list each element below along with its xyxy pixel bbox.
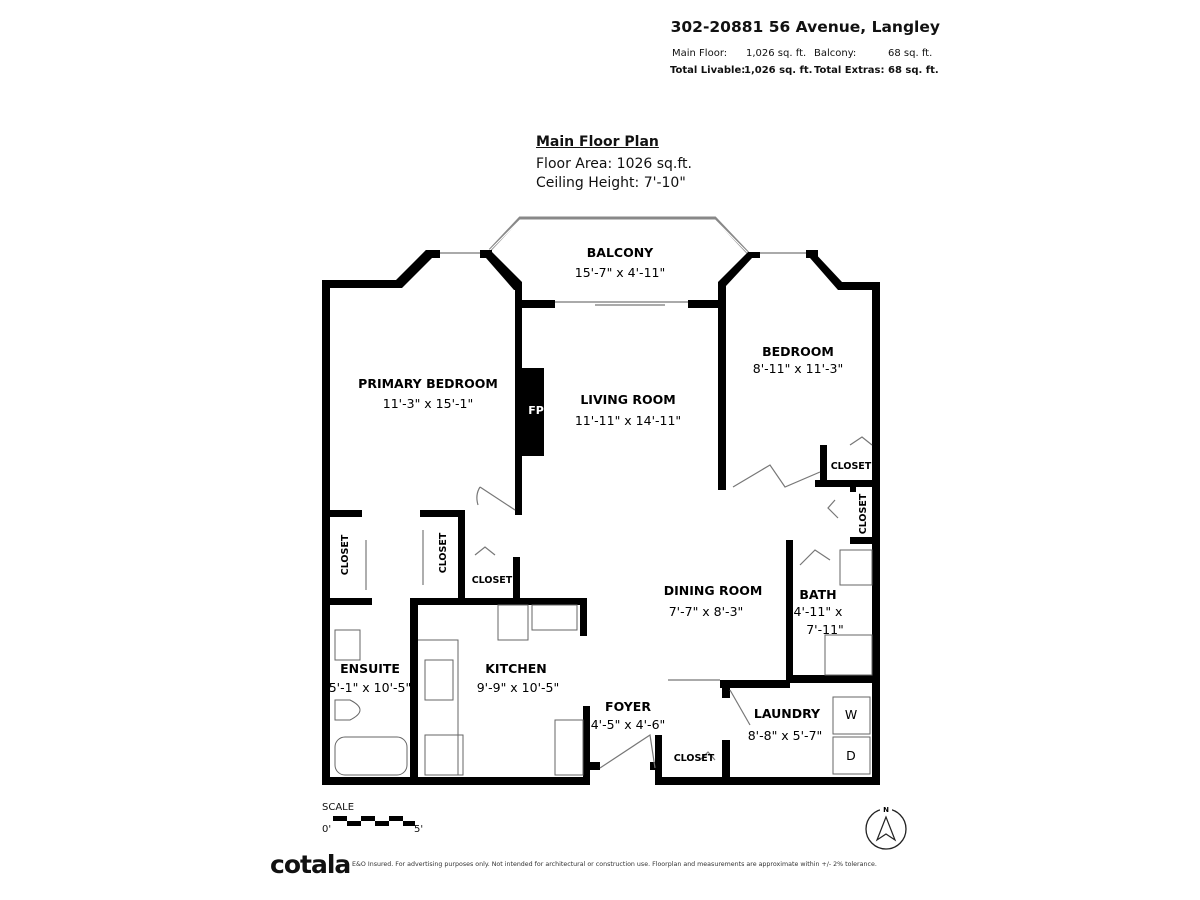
- cotala-logo: cotala: [270, 850, 351, 879]
- address: 302-20881 56 Avenue, Langley: [670, 18, 940, 36]
- closet-label: CLOSET: [340, 534, 351, 575]
- primary-bedroom-dims: 11'-3" x 15'-1": [383, 396, 473, 411]
- closet-label: CLOSET: [438, 532, 449, 573]
- balcony-label: Balcony:: [814, 48, 857, 59]
- washer-label: W: [845, 707, 857, 722]
- dining-room-dims: 7'-7" x 8'-3": [669, 604, 744, 619]
- floor-area: Floor Area: 1026 sq.ft.: [536, 156, 692, 172]
- dryer-label: D: [846, 748, 856, 763]
- ensuite-dims: 5'-1" x 10'-5": [329, 680, 412, 695]
- ceiling-height: Ceiling Height: 7'-10": [536, 175, 686, 191]
- fireplace-label: FP: [528, 404, 544, 417]
- walls: [322, 250, 880, 785]
- scale-bar: [333, 816, 415, 826]
- fixtures: [334, 549, 873, 776]
- total-livable-label: Total Livable:: [670, 65, 746, 76]
- north-label: N: [883, 806, 889, 814]
- doors-windows: [365, 252, 873, 769]
- dining-room-label: DINING ROOM: [664, 583, 763, 598]
- closet-label: CLOSET: [472, 575, 513, 586]
- foyer-label: FOYER: [605, 699, 651, 714]
- primary-bedroom-label: PRIMARY BEDROOM: [358, 376, 498, 391]
- foyer-dims: 4'-5" x 4'-6": [591, 717, 666, 732]
- north-arrow-icon: N: [865, 804, 907, 850]
- total-extras-value: 68 sq. ft.: [888, 65, 939, 76]
- bath-dims-2: 7'-11": [806, 622, 844, 637]
- total-livable-value: 1,026 sq. ft.: [744, 65, 813, 76]
- scale-label: SCALE: [322, 802, 355, 813]
- scale-end: 5': [414, 824, 424, 835]
- ensuite-label: ENSUITE: [340, 661, 400, 676]
- bedroom-label: BEDROOM: [762, 344, 834, 359]
- balcony-dims: 15'-7" x 4'-11": [575, 265, 665, 280]
- kitchen-label: KITCHEN: [485, 661, 547, 676]
- scale-start: 0': [322, 824, 332, 835]
- bath-dims-1: 4'-11" x: [794, 604, 843, 619]
- plan-title: Main Floor Plan: [536, 134, 659, 150]
- closet-label: CLOSET: [858, 493, 869, 534]
- main-floor-value: 1,026 sq. ft.: [746, 48, 807, 59]
- kitchen-dims: 9'-9" x 10'-5": [477, 680, 560, 695]
- disclaimer: E&O Insured. For advertising purposes on…: [352, 861, 877, 868]
- living-room-dims: 11'-11" x 14'-11": [575, 413, 681, 428]
- balcony-value: 68 sq. ft.: [888, 48, 933, 59]
- living-room-label: LIVING ROOM: [580, 392, 675, 407]
- total-extras-label: Total Extras:: [814, 65, 885, 76]
- bath-label: BATH: [799, 587, 836, 602]
- balcony-label: BALCONY: [587, 245, 654, 260]
- laundry-label: LAUNDRY: [754, 706, 821, 721]
- bedroom-dims: 8'-11" x 11'-3": [753, 361, 843, 376]
- closet-label: CLOSET: [674, 753, 715, 764]
- closet-label: CLOSET: [831, 461, 872, 472]
- balcony-outline: [488, 216, 752, 257]
- laundry-dims: 8'-8" x 5'-7": [748, 728, 823, 743]
- main-floor-label: Main Floor:: [672, 48, 728, 59]
